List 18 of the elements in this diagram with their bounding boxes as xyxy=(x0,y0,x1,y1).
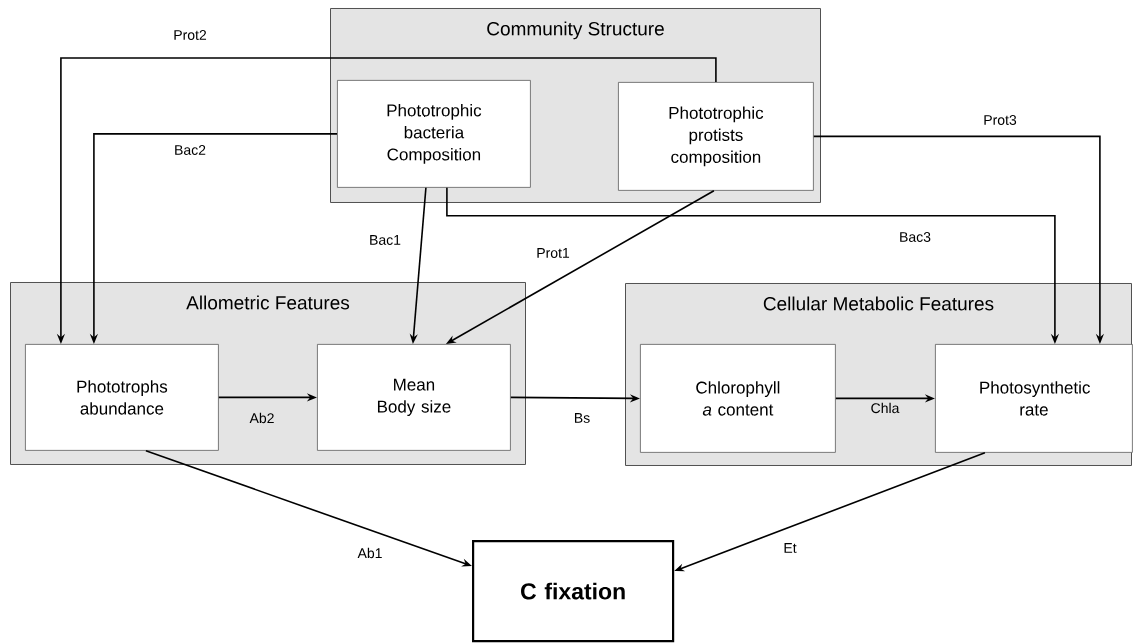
process-box: Chlorophyll a content xyxy=(640,344,836,453)
edge-label: Bac1 xyxy=(370,235,401,245)
edge-label: Chla xyxy=(871,402,900,414)
edge-label: Et xyxy=(784,543,797,553)
process-box: Photosynthetic rate xyxy=(935,344,1133,453)
edge-label: Prot2 xyxy=(174,30,207,40)
edge-label: Ab2 xyxy=(249,412,274,424)
process-box: Phototrophic protists composition xyxy=(618,82,814,191)
process-box: Phototrophic bacteria Composition xyxy=(337,80,531,188)
edge-label: Prot3 xyxy=(984,115,1017,125)
result-box: C fixation xyxy=(472,540,675,643)
process-box: Phototrophs abundance xyxy=(25,344,219,451)
process-box: Mean Body size xyxy=(317,344,511,451)
edge-label: Bac2 xyxy=(175,145,206,155)
edge-label: Bac3 xyxy=(900,232,931,242)
edge-label: Ab1 xyxy=(357,547,382,559)
edge-label: Bs xyxy=(575,413,590,423)
edge-label: Prot1 xyxy=(537,248,570,258)
